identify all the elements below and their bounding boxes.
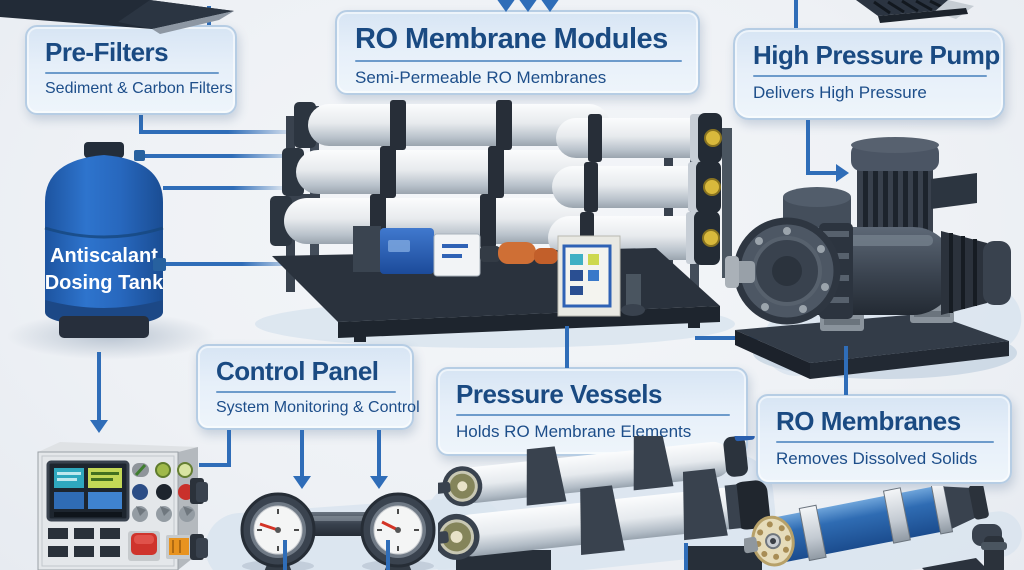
- pump-front-flange: [725, 217, 841, 325]
- vessel-rear: [438, 436, 755, 507]
- pre-filters-title: Pre-Filters: [45, 37, 169, 67]
- card-ro-membranes: RO Membranes Removes Dissolved Solids: [756, 394, 1012, 484]
- connector-panel-elbow-h: [199, 463, 231, 467]
- ro-membranes-title: RO Membranes: [776, 406, 961, 436]
- ro-membranes-divider: [776, 441, 994, 444]
- ro-membranes-subtitle: Removes Dissolved Solids: [776, 449, 978, 469]
- high-pressure-pump-title: High Pressure Pump: [753, 40, 1000, 70]
- high-pressure-pump-illustration: [725, 137, 1017, 379]
- pump-motor: [851, 137, 977, 233]
- pressure-vessels-illustration: [438, 436, 770, 570]
- orange-coupling: [498, 242, 536, 264]
- connector-gauge2-down: [386, 540, 390, 570]
- connector-vessels-down: [684, 543, 688, 570]
- panel-keys: [48, 528, 120, 557]
- antiscalant-dosing-tank: Antiscalant Dosing Tank: [44, 142, 164, 338]
- arrow-right-icon-pump: [836, 164, 849, 182]
- pressure-vessels-title: Pressure Vessels: [456, 379, 662, 409]
- ro-membrane-modules-subtitle: Semi-Permeable RO Membranes: [355, 68, 607, 88]
- green-indicator-2: [177, 462, 193, 478]
- control-panel-divider: [216, 391, 396, 394]
- card-control-panel: Control Panel System Monitoring & Contro…: [196, 344, 420, 430]
- ro-membrane-modules-divider: [355, 60, 682, 63]
- pre-filters-divider: [45, 72, 219, 75]
- membrane-outlet-elbow: [972, 524, 1007, 570]
- connector-tank-skid-2: [166, 262, 304, 266]
- green-indicator-1: [155, 462, 171, 478]
- pressure-vessels-subtitle: Holds RO Membrane Elements: [456, 422, 692, 442]
- chevron-down-icon-2: [518, 0, 538, 12]
- control-panel-cabinet: [37, 442, 198, 570]
- control-panel-subtitle: System Monitoring & Control: [216, 399, 420, 417]
- hmi-screen: [46, 460, 130, 522]
- ro-membrane-element: [744, 486, 1007, 570]
- connector-pump-card-top: [794, 0, 798, 30]
- connector-panel-gauge1: [300, 430, 304, 478]
- panel-knobs: [132, 506, 195, 522]
- pre-filters-subtitle: Sediment & Carbon Filters: [45, 80, 233, 98]
- tank-label-line2: Dosing Tank: [45, 272, 164, 294]
- pressure-vessel-row-left: [270, 100, 610, 248]
- connector-tank-cabinet: [97, 352, 101, 422]
- top-left-equipment: [0, 0, 234, 34]
- card-pressure-vessels: Pressure Vessels Holds RO Membrane Eleme…: [436, 367, 748, 456]
- connector-skid-vessels-card: [565, 326, 569, 368]
- skid-valve-block: [353, 226, 381, 272]
- chevron-down-icon-1: [496, 0, 516, 12]
- connector-node-2: [153, 258, 166, 271]
- high-pressure-pump-subtitle: Delivers High Pressure: [753, 83, 927, 103]
- connector-node-1: [134, 150, 145, 161]
- dark-button: [156, 484, 172, 500]
- chevron-down-icon-3: [540, 0, 560, 12]
- tank-base: [59, 316, 149, 338]
- connector-tank-skid-1: [163, 186, 291, 190]
- card-high-pressure-pump: High Pressure Pump Delivers High Pressur…: [733, 28, 1005, 120]
- gauge-left: [240, 492, 316, 570]
- connector-panel-elbow-v: [227, 430, 231, 467]
- skid-control-box: [557, 235, 621, 317]
- card-pre-filters: Pre-Filters Sediment & Carbon Filters: [25, 25, 237, 115]
- connector-prefilter-down: [139, 113, 143, 133]
- ro-membrane-modules-title: RO Membrane Modules: [355, 23, 668, 55]
- arrow-down-icon-gauge2: [370, 476, 388, 489]
- connector-pumpcard-elbow: [806, 171, 838, 175]
- cabinet-latches: [190, 478, 208, 560]
- arrow-down-icon-tank: [90, 420, 108, 433]
- tank-label-line1: Antiscalant: [50, 245, 158, 267]
- vessel-front: [438, 468, 770, 560]
- gauge-right: [360, 492, 436, 570]
- high-pressure-pump-divider: [753, 75, 987, 78]
- top-right-equipment: [856, 0, 974, 23]
- connector-prefilter-skid-2: [145, 154, 303, 158]
- tank-cap: [84, 142, 124, 158]
- blue-button: [132, 484, 148, 500]
- connector-pumpcard-down: [806, 120, 810, 175]
- arrow-down-icon-gauge1: [293, 476, 311, 489]
- connector-panel-gauge2: [377, 430, 381, 478]
- skid-drain-pipe: [626, 274, 641, 310]
- ro-membrane-skid: [270, 100, 732, 342]
- membrane-body: [744, 486, 989, 567]
- pressure-gauges: [240, 492, 436, 570]
- pressure-vessels-divider: [456, 414, 730, 417]
- connector-pump-membranes-card: [844, 346, 848, 395]
- card-ro-membrane-modules: RO Membrane Modules Semi-Permeable RO Me…: [335, 10, 700, 95]
- connector-prefilter-skid-1: [139, 130, 301, 134]
- control-panel-title: Control Panel: [216, 356, 379, 386]
- connector-gauge1-down: [283, 540, 287, 570]
